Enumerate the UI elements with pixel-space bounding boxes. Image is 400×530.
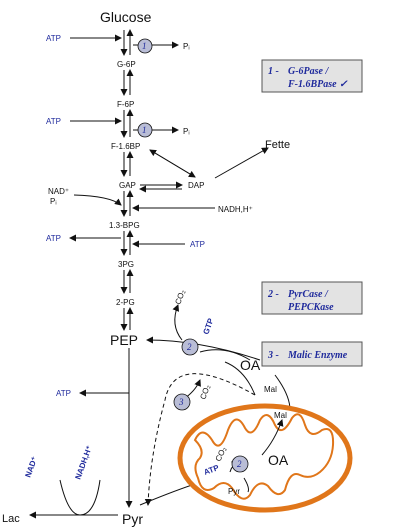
svg-text:Malic Enzyme: Malic Enzyme [287, 350, 348, 361]
svg-text:PEPCKase: PEPCKase [288, 302, 334, 313]
legend-box-2: 2 - PyrCase / PEPCKase [261, 281, 363, 315]
badge-1b: 1 [137, 122, 153, 138]
label-mal-bottom: Mal [274, 411, 287, 420]
label-nadh-h-2: NADH,H⁺ [73, 444, 94, 480]
svg-text:3 -: 3 - [267, 350, 279, 361]
label-nad-plus-2: NAD⁺ [23, 455, 39, 478]
badge-2a: 2 [181, 338, 199, 356]
svg-text:PyrCase /: PyrCase / [288, 289, 329, 300]
label-2pg: 2-PG [116, 298, 135, 307]
lactate-branch [29, 479, 118, 519]
mitochondrion [177, 403, 353, 513]
svg-text:F-1.6BPase ✓: F-1.6BPase ✓ [287, 79, 348, 90]
legend-box-1: 1 - G-6Pase / F-1.6BPase ✓ [261, 59, 363, 93]
label-f16bp: F-1.6BP [111, 142, 140, 151]
badge-1a: 1 [137, 38, 153, 54]
svg-text:1: 1 [142, 41, 147, 51]
label-atp-4: ATP [190, 240, 205, 249]
label-lac: Lac [2, 513, 20, 525]
label-gtp: GTP [201, 317, 215, 336]
label-atp-2: ATP [46, 117, 61, 126]
label-nadh-h: NADH,H⁺ [218, 205, 253, 214]
label-atp-3: ATP [46, 234, 61, 243]
svg-text:1: 1 [142, 125, 147, 135]
label-atp-5: ATP [56, 389, 71, 398]
main-pathway [120, 29, 134, 508]
label-gap: GAP [119, 181, 136, 190]
label-co2-1: CO₂ [173, 288, 187, 305]
badge-2b: 2 [231, 455, 249, 473]
badge-3: 3 [173, 393, 191, 411]
label-pi-1: Pᵢ [183, 42, 190, 51]
label-oa-mito: OA [268, 452, 289, 468]
label-co2-2: CO₂ [198, 383, 212, 400]
label-glucose: Glucose [100, 9, 152, 25]
label-nad-plus: NAD⁺ [48, 187, 69, 196]
svg-text:3: 3 [178, 397, 184, 407]
svg-text:1 -: 1 - [268, 66, 279, 77]
label-bpg: 1.3-BPG [109, 221, 140, 230]
legend-box-3: 3 - Malic Enzyme [261, 341, 363, 367]
svg-text:2: 2 [237, 459, 242, 469]
svg-text:G-6Pase /: G-6Pase / [288, 66, 329, 77]
side-arrows [69, 34, 269, 397]
label-pyr-mito: Pyr [228, 487, 240, 496]
svg-text:2 -: 2 - [267, 289, 279, 300]
label-pep: PEP [110, 332, 138, 348]
label-atp-1: ATP [46, 34, 61, 43]
label-pi-2: Pᵢ [183, 127, 190, 136]
label-3pg: 3PG [118, 260, 134, 269]
label-f6p: F-6P [117, 100, 134, 109]
label-g6p: G-6P [117, 60, 136, 69]
label-pi-3: Pᵢ [50, 197, 57, 206]
label-mal-top: Mal [264, 385, 277, 394]
label-dap: DAP [188, 181, 204, 190]
label-oa: OA [240, 357, 261, 373]
svg-text:2: 2 [187, 342, 192, 352]
label-fette: Fette [265, 139, 290, 151]
label-pyr: Pyr [122, 511, 143, 527]
